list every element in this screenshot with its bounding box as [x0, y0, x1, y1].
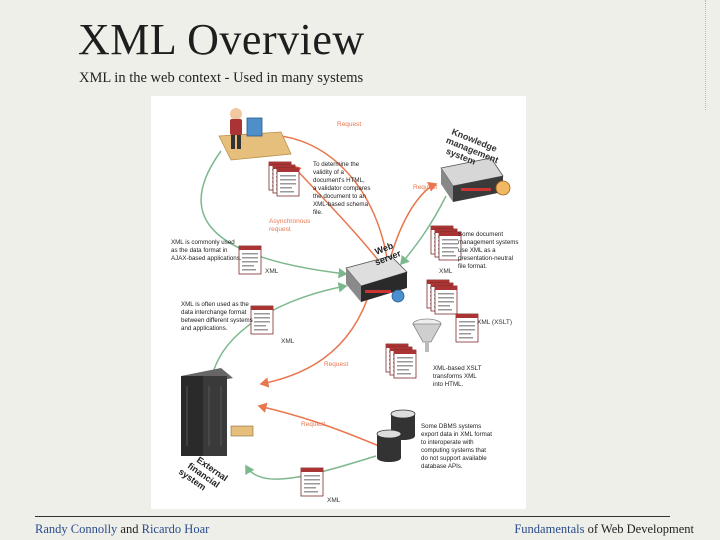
label-request-knowledge: Request	[413, 184, 437, 191]
xml-doc-stack-center	[427, 280, 457, 314]
decorative-dotted-rule	[705, 0, 706, 110]
slide-title: XML Overview	[78, 15, 365, 64]
request-arrow-financial	[259, 287, 372, 388]
xml-context-diagram: Knowledge management system Web server E…	[151, 96, 526, 509]
footer-and: and	[120, 522, 139, 536]
label-xml-dbms: XML	[327, 497, 341, 504]
xslt-doc	[455, 313, 479, 343]
async-request-arrow	[291, 164, 384, 267]
footer-book-title: Fundamentals of Web Development	[514, 522, 694, 537]
response-arrow-knowledge	[400, 195, 447, 266]
label-xml-docmgmt: XML	[439, 268, 453, 275]
label-request-financial: Request	[324, 361, 348, 368]
label-async-request: Asynchronous request	[269, 218, 312, 233]
docmgmt-doc-stack	[431, 226, 461, 260]
request-arrow-knowledge	[390, 181, 438, 257]
response-arrow-ajax	[200, 150, 348, 279]
note-xslt: XML-based XSLT transforms XML into HTML.	[433, 365, 483, 388]
label-xml-xslt: XML (XSLT)	[477, 319, 512, 326]
user-at-computer	[218, 108, 292, 161]
external-financial-server	[181, 368, 254, 456]
footer-author2: Ricardo Hoar	[141, 522, 210, 536]
footer-author1: Randy Connolly	[35, 522, 118, 536]
request-arrow-dbms	[257, 402, 380, 447]
svg-text:External financial sys: External financial system	[177, 450, 232, 501]
xml-doc-ajax	[238, 245, 262, 275]
footer-authors: Randy Connolly and Ricardo Hoar	[35, 522, 209, 537]
dbms-database-icon	[376, 409, 416, 462]
xml-doc-dbms	[300, 467, 324, 497]
note-docmgmt: Some document management systems use XML…	[458, 231, 520, 270]
footer-book-part2: of Web Development	[587, 522, 694, 536]
html-doc-stack	[269, 162, 299, 196]
label-request-user: Request	[337, 121, 361, 128]
label-xml-interchange: XML	[281, 338, 295, 345]
footer-divider	[35, 516, 670, 517]
xslt-funnel-icon	[412, 318, 442, 352]
label-request-dbms: Request	[301, 421, 325, 428]
note-interchange: XML is often used as the data interchang…	[181, 301, 255, 332]
footer-book-part1: Fundamentals	[514, 522, 585, 536]
knowledge-management-server	[440, 157, 511, 202]
label-xml-ajax: XML	[265, 268, 279, 275]
slide-subtitle: XML in the web context - Used in many sy…	[79, 70, 364, 86]
web-server	[345, 255, 408, 303]
note-validator: To determine the validity of a document'…	[313, 161, 372, 216]
note-ajax: XML is commonly used as the data format …	[171, 239, 242, 262]
html-output-stack	[386, 344, 416, 378]
response-arrow-dbms	[245, 455, 377, 480]
note-dbms: Some DBMS systems export data in XML for…	[421, 423, 494, 470]
